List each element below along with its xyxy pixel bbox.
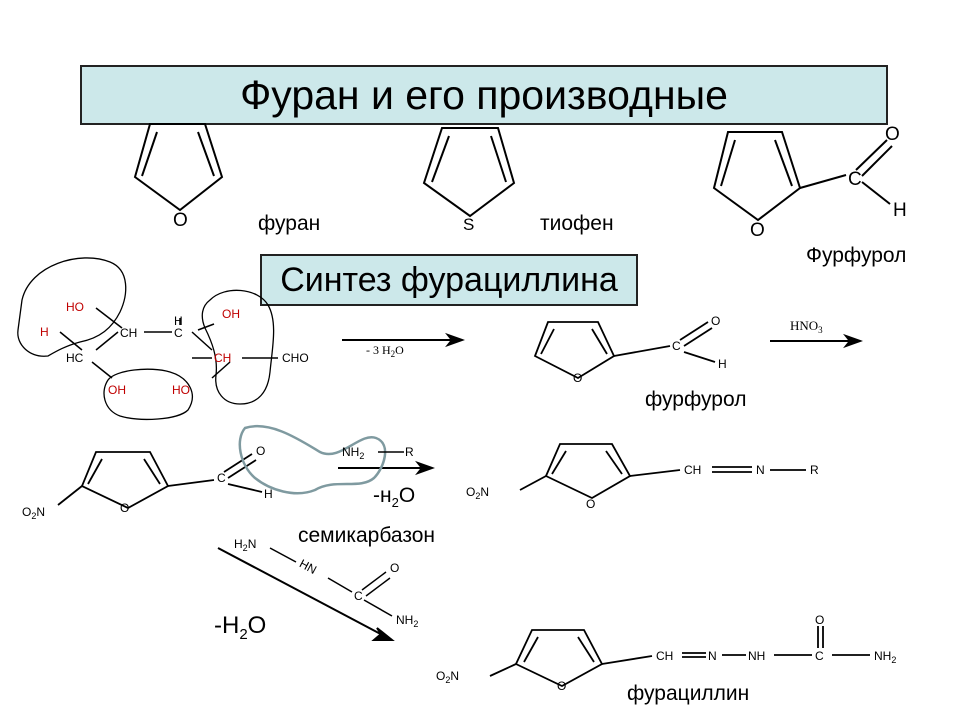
arrow-condensation: [338, 460, 435, 476]
nitrofurfural-carbon-label: C: [217, 471, 226, 485]
furacilin-structure: [489, 626, 870, 688]
pentose-ch-label-1: CH: [120, 326, 137, 340]
semicarbazide-h2n-label: H2N: [234, 537, 256, 553]
furacilin-ring-oxygen-label: O: [557, 679, 566, 693]
furfural-top-hydrogen-label: H: [893, 200, 907, 221]
furfural-name-top: Фурфурол: [806, 244, 907, 267]
furan-structure: [133, 123, 224, 212]
pentose-structure: [59, 307, 278, 379]
nitrofurfural-oxygen-label: O: [120, 501, 129, 515]
furan-name: фуран: [258, 212, 321, 235]
pentose-cho-label: CHO: [282, 351, 309, 365]
semicarbazide-carbon-label: C: [354, 589, 363, 603]
furacilin-name: фурациллин: [627, 682, 750, 705]
pentose-annotation-loops: [17, 257, 275, 420]
furacilin-carbonyl-oxygen-label: O: [815, 613, 824, 627]
furan-oxygen-label: O: [173, 210, 188, 231]
furfural-name-mid: фурфурол: [645, 388, 747, 411]
hydrazone-n-label: N: [756, 463, 765, 477]
slide-title: Фуран и его производные: [80, 65, 888, 125]
condensation-highlight-loop: [238, 425, 387, 495]
furfural-mid-hydrogen-label: H: [718, 357, 727, 371]
nitrofurfural-structure: [57, 451, 263, 510]
semicarbazide-nh2-label: NH2: [396, 613, 418, 629]
minus-water-label-1: -н2O: [373, 484, 416, 511]
amine-reagent-label: NH2: [342, 445, 364, 461]
thiophene-structure: [422, 127, 516, 218]
arrow-nitration: [770, 333, 863, 349]
semicarbazide-hn-label: HN: [297, 556, 319, 577]
semicarbazide-structure: [269, 547, 393, 617]
hydrazone-structure: [519, 443, 806, 500]
nitrofurfural-o2n-label: O2N: [22, 505, 45, 521]
arrow-final: [217, 547, 395, 641]
dehydration-label: - 3 H2O: [366, 343, 404, 359]
section-title-text: Синтез фурациллина: [280, 260, 618, 299]
furfural-mid-structure: [533, 321, 716, 380]
hydrazone-r-label: R: [810, 463, 819, 477]
furfural-top-structure: [712, 131, 893, 222]
furfural-mid-oxygen-label: O: [573, 371, 582, 385]
furacilin-carbon-label: C: [815, 649, 824, 663]
furacilin-nh-label: NH: [748, 649, 765, 663]
semicarbazone-name: семикарбазон: [298, 524, 436, 547]
amine-r-label: R: [405, 445, 414, 459]
furacilin-n-label: N: [708, 649, 717, 663]
nitrofurfural-carbonyl-oxygen-label: O: [256, 444, 265, 458]
furacilin-o2n-label: O2N: [436, 669, 459, 685]
furfural-top-oxygen-label: O: [750, 220, 765, 241]
hydrazone-o2n-label: O2N: [466, 485, 489, 501]
furacilin-ch-label: CH: [656, 649, 673, 663]
hydrazone-ch-label: CH: [684, 463, 701, 477]
pentose-h-label: H: [40, 325, 49, 339]
pentose-ch-label-2: CH: [214, 351, 231, 365]
furfural-mid-carbonyl-oxygen-label: O: [711, 314, 720, 328]
hydrazone-oxygen-label: O: [586, 497, 595, 511]
pentose-hc-label: HC: [66, 351, 84, 365]
pentose-c-label: C: [174, 326, 183, 340]
section-title: Синтез фурациллина: [260, 254, 638, 306]
semicarbazide-oxygen-label: O: [390, 561, 399, 575]
pentose-ho-label-2: HO: [172, 383, 190, 397]
minus-water-label-2: -H2O: [214, 612, 267, 643]
arrow-dehydration: [342, 332, 465, 348]
nitrofurfural-hydrogen-label: H: [264, 487, 273, 501]
furfural-mid-carbon-label: C: [672, 339, 681, 353]
pentose-oh-label-2: OH: [108, 383, 126, 397]
pentose-oh-label: OH: [222, 307, 240, 321]
thiophene-name: тиофен: [540, 212, 614, 235]
pentose-h-top-label: H: [174, 314, 183, 328]
furfural-top-carbon-label: C: [848, 169, 862, 190]
furacilin-nh2-label: NH2: [874, 649, 896, 665]
nitric-acid-label: HNO3: [790, 318, 823, 335]
furfural-top-carbonyl-oxygen-label: O: [885, 124, 900, 145]
pentose-ho-label-1: HO: [66, 300, 84, 314]
slide-title-text: Фуран и его производные: [240, 71, 728, 118]
thiophene-sulfur-label: S: [463, 215, 474, 234]
